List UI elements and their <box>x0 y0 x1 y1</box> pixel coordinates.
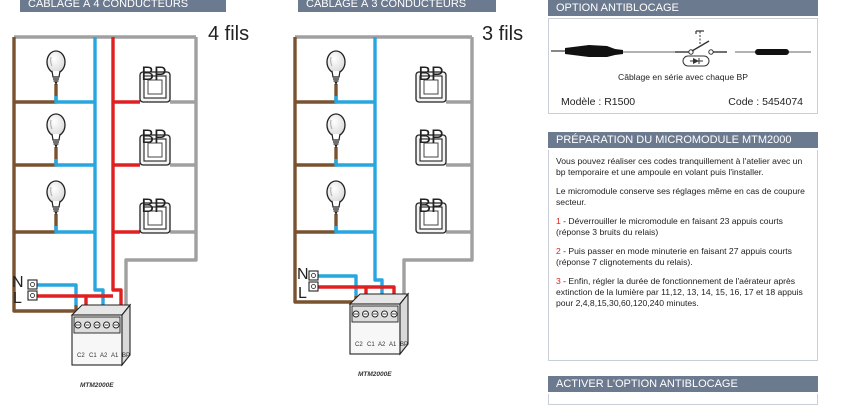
right-bulb-3 <box>326 180 346 216</box>
right-bp-switch-3 <box>415 202 447 234</box>
left-bp-switch-1 <box>139 71 171 103</box>
right-live-bridge <box>366 285 396 296</box>
right-bp-label-3: BP <box>418 196 443 217</box>
right-brown-main <box>293 37 358 304</box>
left-terminal-c2: C2 <box>77 353 85 359</box>
left-terminal-a2: A2 <box>100 353 108 359</box>
step-2-number: 2 <box>556 246 561 256</box>
option-antiblocage-header: OPTION ANTIBLOCAGE <box>548 0 818 16</box>
left-bp-switch-2 <box>139 134 171 166</box>
preparation-step-1: 1 - Déverrouiller le micromodule en fais… <box>556 216 806 238</box>
left-brown-lamp-2 <box>14 147 58 167</box>
right-brown-lamp-2 <box>295 147 338 167</box>
left-blue-lamp-2 <box>54 159 95 167</box>
right-blue-main <box>373 37 384 296</box>
left-micromodule <box>70 303 132 367</box>
right-bp-switch-1 <box>415 71 447 103</box>
right-bp-label-1: BP <box>418 64 443 85</box>
left-bulb-1 <box>46 50 66 86</box>
right-module-label: MTM2000E <box>358 371 392 378</box>
left-blue-main <box>93 37 105 305</box>
antiblocage-model: Modèle : R1500 <box>561 96 636 108</box>
left-terminal-bp: BP <box>122 353 130 359</box>
left-bp-switch-3 <box>139 202 171 234</box>
antiblocage-code: Code : 5454074 <box>728 96 803 108</box>
right-brown-lamp-1 <box>295 84 338 104</box>
antiblocage-component <box>551 30 811 67</box>
right-l-terminal <box>308 281 319 292</box>
wiring-diagrams: 4 fils 3 fils BP BP BP BP BP BP N L N L … <box>12 23 523 389</box>
preparation-header: PRÉPARATION DU MICROMODULE MTM2000 <box>548 132 818 148</box>
right-n-terminal <box>308 270 319 281</box>
right-terminal-a1: A1 <box>389 342 397 348</box>
left-terminal-c1: C1 <box>89 353 97 359</box>
step-3-text: - Enfin, régler la durée de fonctionneme… <box>556 276 803 308</box>
right-blue-lamp-3 <box>334 226 375 234</box>
right-bp-label-2: BP <box>418 127 443 148</box>
right-bp-switch-2 <box>415 134 447 166</box>
left-terminal-a1: A1 <box>111 353 119 359</box>
right-diagram-header: CABLAGE À 3 CONDUCTEURS <box>298 0 496 12</box>
left-diagram-header: CABLAGE À 4 CONDUCTEURS <box>20 0 226 12</box>
right-terminal-a2: A2 <box>378 342 386 348</box>
preparation-box: Vous pouvez réaliser ces codes tranquill… <box>548 150 818 361</box>
right-l-label: L <box>298 285 307 302</box>
right-terminal-c2: C2 <box>355 342 363 348</box>
right-blue-lamp-1 <box>334 96 375 104</box>
left-grey-right <box>124 37 198 305</box>
left-bulb-2 <box>46 113 66 149</box>
left-bp-label-3: BP <box>141 196 166 217</box>
left-l-label: L <box>13 290 22 307</box>
left-n-terminal <box>27 279 38 290</box>
left-wires-count: 4 fils <box>208 23 249 45</box>
left-n-label: N <box>12 274 24 291</box>
left-red-main <box>111 37 123 305</box>
right-neutral-feed <box>318 274 358 296</box>
right-grey-right <box>402 37 474 296</box>
preparation-step-2: 2 - Puis passer en mode minuterie en fai… <box>556 246 806 268</box>
left-blue-lamp-3 <box>54 226 95 234</box>
right-wiring <box>293 35 474 356</box>
left-bulb-3 <box>46 180 66 216</box>
right-blue-lamp-2 <box>334 159 375 167</box>
left-brown-main <box>12 37 78 313</box>
right-n-label: N <box>297 266 309 283</box>
left-live-feed <box>37 294 88 305</box>
activer-header: ACTIVER L'OPTION ANTIBLOCAGE <box>548 376 818 392</box>
preparation-intro: Vous pouvez réaliser ces codes tranquill… <box>556 156 803 177</box>
right-brown-lamp-3 <box>295 214 338 234</box>
step-1-text: - Déverrouiller le micromodule en faisan… <box>556 216 783 237</box>
step-3-number: 3 <box>556 276 561 286</box>
right-micromodule <box>348 292 410 356</box>
step-2-text: - Puis passer en mode minuterie en faisa… <box>556 246 792 267</box>
left-neutral-feed <box>37 283 78 305</box>
right-wires-count: 3 fils <box>482 23 523 45</box>
left-bp-label-1: BP <box>141 64 166 85</box>
preparation-step-3: 3 - Enfin, régler la durée de fonctionne… <box>556 276 806 309</box>
right-bulb-2 <box>326 113 346 149</box>
step-1-number: 1 <box>556 216 561 226</box>
left-blue-lamp-1 <box>54 96 95 104</box>
option-antiblocage-box: Câblage en série avec chaque BP Modèle :… <box>548 18 818 114</box>
left-module-label: MTM2000E <box>80 382 114 389</box>
preparation-memory: Le micromodule conserve ses réglages mêm… <box>556 186 805 207</box>
right-bulb-1 <box>326 50 346 86</box>
right-terminal-c1: C1 <box>367 342 375 348</box>
left-wiring <box>12 35 198 367</box>
antiblocage-caption: Câblage en série avec chaque BP <box>618 72 748 82</box>
right-terminal-bp: BP <box>400 342 408 348</box>
left-brown-lamp-1 <box>14 84 58 104</box>
left-brown-lamp-3 <box>14 214 58 234</box>
left-l-terminal <box>27 290 38 301</box>
left-bp-label-2: BP <box>141 127 166 148</box>
